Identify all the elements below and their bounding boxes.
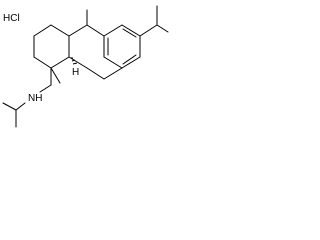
ring-bond	[68, 24, 88, 37]
ring-bond	[33, 24, 52, 37]
aromatic-double-bond	[122, 54, 137, 65]
methyl-bond	[50, 67, 61, 84]
ring-bond	[68, 56, 88, 69]
molecule-canvas: HCl	[0, 0, 170, 133]
ring-bond	[33, 56, 52, 69]
isopropyl-bond	[139, 24, 158, 37]
aromatic-bond	[121, 24, 141, 37]
hcl-salt-label: HCl	[3, 13, 20, 24]
ring-bond	[86, 67, 105, 80]
aromatic-bond	[103, 56, 123, 69]
ring-bond	[50, 56, 70, 69]
molecule-structure: HCl	[2, 5, 169, 128]
aromatic-bond	[103, 24, 123, 37]
amine-nh-label: NH	[28, 93, 42, 104]
ring-bond	[103, 67, 123, 80]
ring-bond	[50, 24, 70, 37]
aromatic-bond	[121, 56, 141, 69]
aromatic-double-bond	[122, 28, 137, 38]
ring-bond	[86, 24, 105, 37]
n-isopropyl-bond	[15, 102, 26, 111]
n-isopropyl-bond	[2, 102, 17, 111]
hashed-wedge-bond	[71, 57, 78, 65]
stereo-h-label: H	[72, 67, 79, 78]
bond-lines	[2, 5, 169, 128]
methylene-bond	[39, 84, 52, 93]
isopropyl-bond	[156, 24, 169, 33]
